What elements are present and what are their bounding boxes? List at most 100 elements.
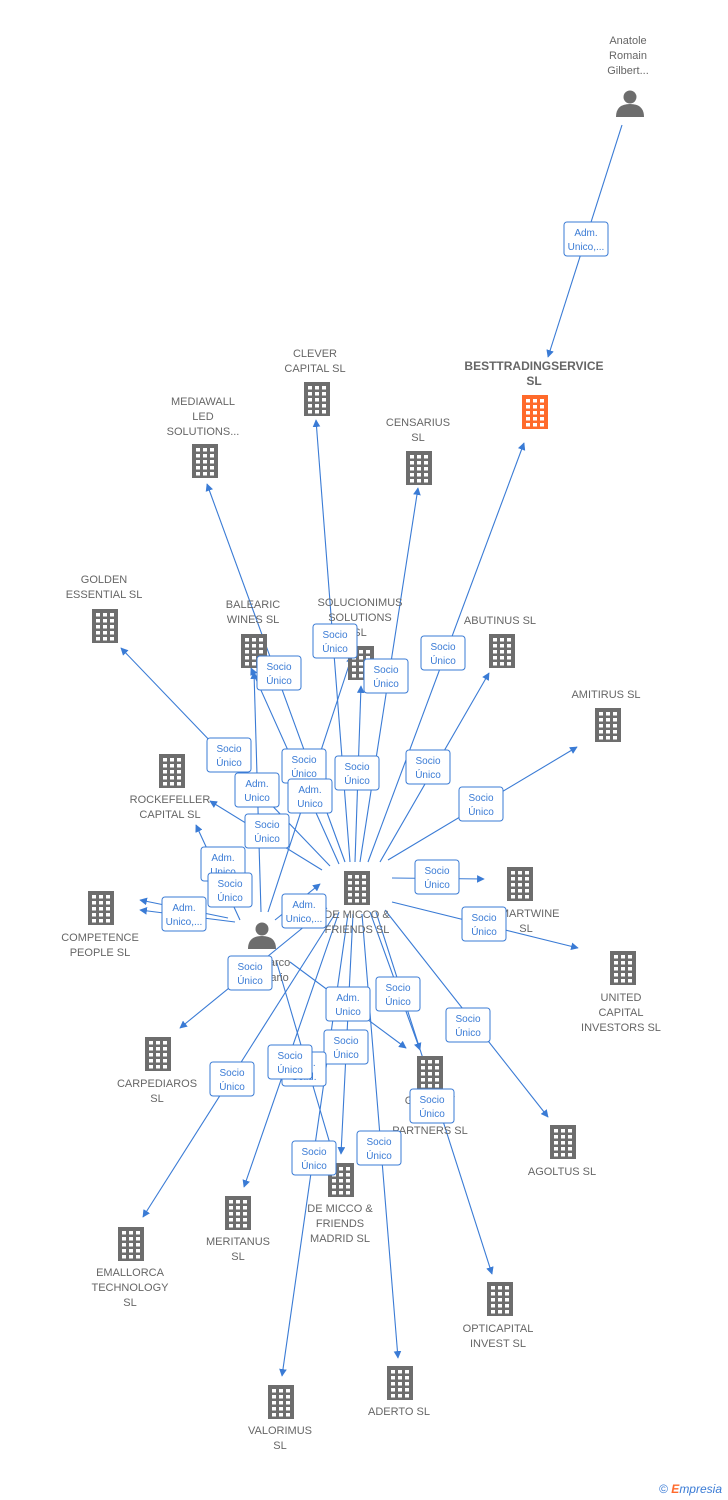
node-label-anatole: Romain	[609, 50, 647, 62]
role-text: Único	[216, 756, 242, 769]
node-label-balearic: BALEARIC	[226, 599, 280, 611]
brand-name: Empresia	[671, 1482, 722, 1496]
role-text: Socio	[322, 630, 347, 641]
person-icon	[248, 922, 276, 949]
node-label-anatole: Gilbert...	[607, 65, 649, 77]
role-badge-r_anatole[interactable]: Adm.Unico,...	[563, 221, 609, 257]
role-text: Socio	[219, 1068, 244, 1079]
role-text: Adm.	[298, 785, 321, 796]
node-abutinus[interactable]: ABUTINUS SL	[464, 615, 536, 668]
role-badge-r_adm5[interactable]: Adm.Unico,...	[281, 893, 327, 929]
node-label-meritanus: SL	[231, 1251, 244, 1263]
node-center[interactable]: DE MICCO & FRIENDS SL	[324, 871, 390, 936]
role-text: Socio	[333, 1036, 358, 1047]
role-badge-r_adm1[interactable]: Adm.Unico	[234, 772, 280, 808]
node-label-mediawall: LED	[192, 411, 213, 423]
role-text: Socio	[254, 820, 279, 831]
copyright-symbol: ©	[659, 1482, 668, 1496]
node-opticapital[interactable]: OPTICAPITAL INVEST SL	[463, 1282, 534, 1350]
node-label-opticapital: OPTICAPITAL	[463, 1323, 534, 1335]
role-text: Único	[455, 1026, 481, 1039]
role-text: Único	[254, 832, 280, 845]
role-text: Unico	[335, 1007, 361, 1018]
role-badge-r_adm2[interactable]: Adm.Unico	[287, 778, 333, 814]
role-text: Único	[301, 1159, 327, 1172]
node-label-madrid: MADRID SL	[310, 1233, 370, 1245]
role-text: Adm.	[172, 903, 195, 914]
node-label-mediawall: SOLUTIONS...	[167, 426, 240, 438]
role-text: Socio	[373, 665, 398, 676]
role-text: Socio	[415, 756, 440, 767]
node-label-valorimus: SL	[273, 1440, 286, 1452]
node-mediawall[interactable]: MEDIAWALLLEDSOLUTIONS...	[167, 396, 240, 478]
node-label-clever: CAPITAL SL	[284, 363, 345, 375]
role-text: Adm.	[336, 993, 359, 1004]
node-label-amitirus: AMITIRUS SL	[571, 689, 640, 701]
role-text: Socio	[385, 983, 410, 994]
role-text: Único	[217, 891, 243, 904]
role-text: Único	[419, 1107, 445, 1120]
node-anatole[interactable]: AnatoleRomainGilbert...	[607, 35, 649, 117]
role-text: Socio	[266, 662, 291, 673]
node-agoltus[interactable]: AGOLTUS SL	[528, 1125, 596, 1178]
node-aderto[interactable]: ADERTO SL	[368, 1366, 430, 1418]
role-badge-r_adm6[interactable]: Adm. Unico	[325, 986, 371, 1022]
role-badge-r_adm4[interactable]: Adm.Unico,...	[161, 896, 207, 932]
role-text: Socio	[291, 755, 316, 766]
footer-brand[interactable]: © Empresia	[659, 1482, 722, 1496]
role-text: Único	[344, 774, 370, 787]
node-label-rockefeller: CAPITAL SL	[139, 809, 200, 821]
node-label-center: FRIENDS SL	[325, 924, 390, 936]
role-text: Adm.	[574, 228, 597, 239]
role-text: Único	[366, 1149, 392, 1162]
node-label-agoltus: AGOLTUS SL	[528, 1166, 596, 1178]
node-valorimus[interactable]: VALORIMUS SL	[248, 1385, 312, 1452]
node-amitirus[interactable]: AMITIRUS SL	[571, 689, 641, 742]
role-text: Socio	[277, 1051, 302, 1062]
node-label-emallorca: TECHNOLOGY	[91, 1282, 169, 1294]
node-label-opticapital: INVEST SL	[470, 1338, 526, 1350]
role-text: Socio	[455, 1014, 480, 1025]
node-label-valorimus: VALORIMUS	[248, 1425, 312, 1437]
node-label-solucionimus: SOLUCIONIMUS	[318, 597, 403, 609]
role-text: Único	[277, 1063, 303, 1076]
node-label-center: DE MICCO &	[324, 909, 390, 921]
node-label-smartwine: SL	[519, 923, 532, 935]
node-label-besttrading: SL	[526, 374, 541, 388]
